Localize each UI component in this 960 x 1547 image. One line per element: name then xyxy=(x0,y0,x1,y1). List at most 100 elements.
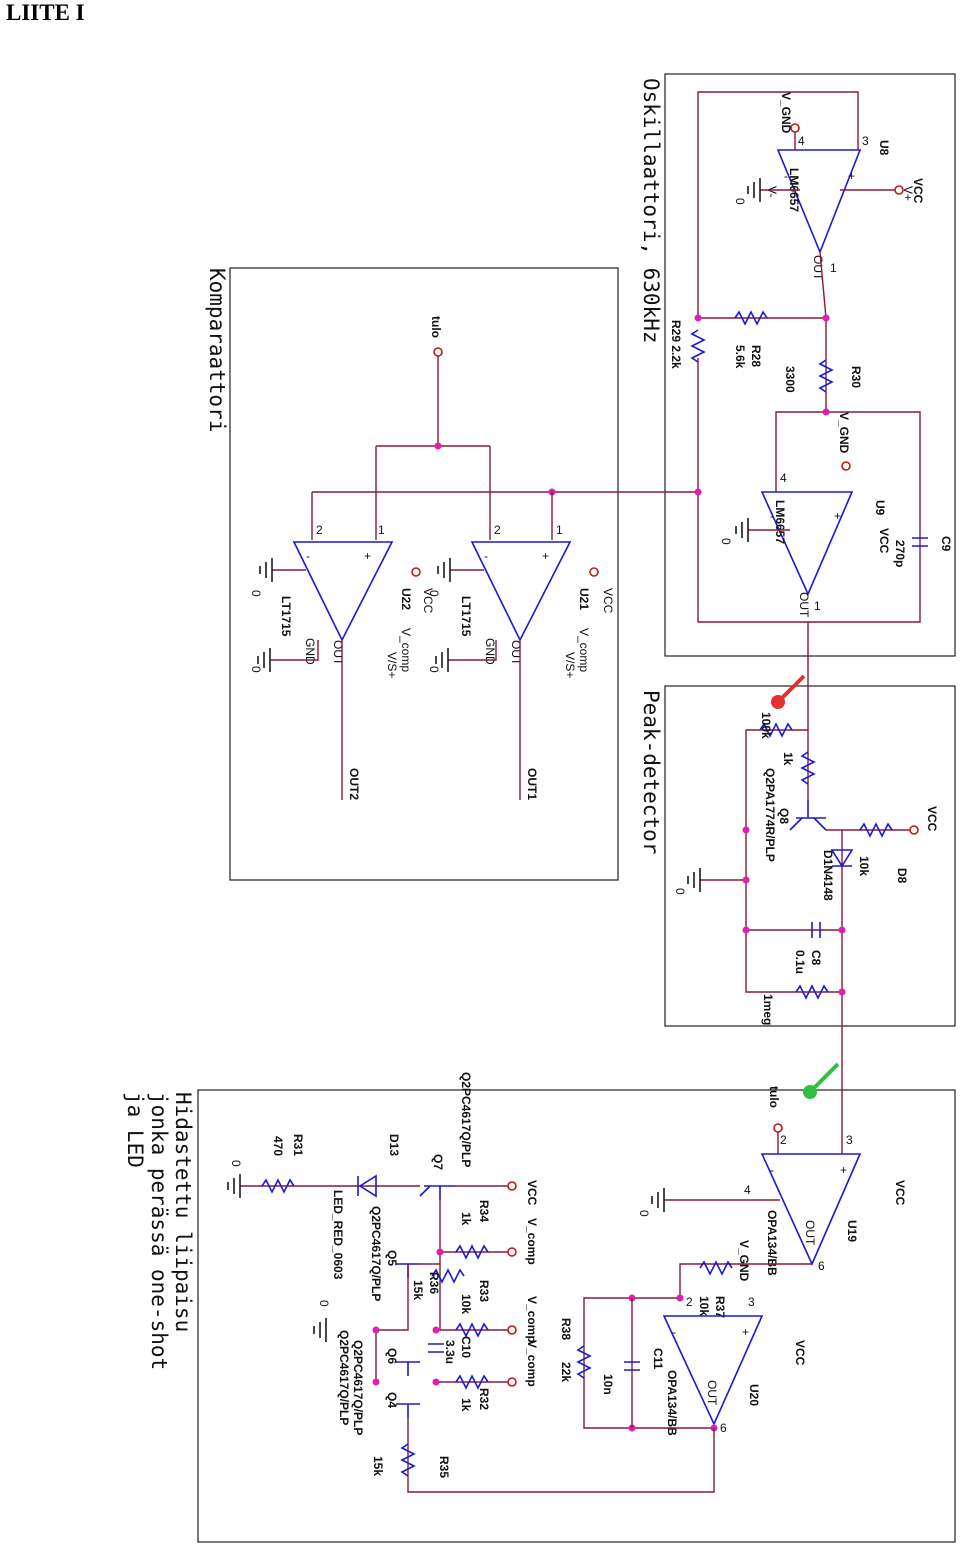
tulo-oneshot-pin[interactable] xyxy=(773,1123,783,1133)
u8-pin3: 3 xyxy=(862,134,869,148)
u21-plus: + xyxy=(542,549,549,563)
r36-ref: R36 xyxy=(427,1272,441,1294)
u8-vminus: V- xyxy=(765,186,779,197)
u20-out: OUT xyxy=(705,1380,719,1406)
u9-minus: - xyxy=(770,509,774,523)
d13-part: LED_RED_0603 xyxy=(331,1190,345,1280)
q5-wire xyxy=(375,1263,440,1382)
tulo-input-pin[interactable] xyxy=(433,347,443,357)
u21-gnd: GND xyxy=(483,638,497,665)
u19-inputs-wire xyxy=(777,1092,843,1154)
c8-value: 0.1u xyxy=(793,950,807,974)
r28-value: 5.6k xyxy=(733,345,747,369)
u20-minus: - xyxy=(672,1325,676,1339)
u21-comparator-symbol xyxy=(470,541,572,642)
u21-pin2: 2 xyxy=(494,523,501,537)
junction xyxy=(822,408,830,416)
u21-vminus-zero: 0 xyxy=(427,590,441,597)
r31-resistor xyxy=(261,1178,295,1194)
u22-ground-icon xyxy=(257,648,271,672)
q7-transistor xyxy=(419,1185,456,1200)
u22-pin2: 2 xyxy=(316,523,323,537)
u21-minus: - xyxy=(484,549,488,563)
u8-vcc-label: VCC xyxy=(911,178,925,204)
u22-plus: + xyxy=(364,549,371,563)
u9-model: LM6657 xyxy=(773,500,787,544)
u22-vcc-pin xyxy=(411,567,421,577)
u22-pin1: 1 xyxy=(378,523,385,537)
c9-value: 270p xyxy=(893,540,907,567)
c9-ref: C9 xyxy=(939,536,953,552)
u19-pin2: 2 xyxy=(780,1133,787,1147)
u8-ref: U8 xyxy=(877,140,891,156)
r31-ground-icon xyxy=(227,1174,241,1198)
r37-resistor xyxy=(699,1260,733,1276)
r1k-label: 1k xyxy=(781,752,795,766)
r100k-resistor xyxy=(759,722,793,738)
u8-vgnd-pin xyxy=(790,123,800,133)
d8-ref: D8 xyxy=(895,868,909,884)
u9-feedback-wire xyxy=(808,411,921,623)
oneshot-ground-zero: 0 xyxy=(317,1300,331,1307)
u20-opamp-symbol xyxy=(662,1315,764,1426)
u21-model: LT1715 xyxy=(459,596,473,637)
r29-resistor xyxy=(690,329,706,363)
c11-value: 10n xyxy=(601,1374,615,1395)
u19-plus: + xyxy=(840,1163,847,1177)
u9-vgnd-pin xyxy=(841,461,851,471)
r28-ref: R28 xyxy=(749,345,763,367)
u22-vs: V/S+ xyxy=(385,652,399,678)
u19-pin3: 3 xyxy=(846,1133,853,1147)
r1k-resistor xyxy=(800,751,816,785)
u8-feedback-wire xyxy=(697,91,859,318)
u19-ground-zero: 0 xyxy=(637,1210,651,1217)
oneshot-ground-icon xyxy=(313,1318,327,1342)
u9-vgnd-label: V_GND xyxy=(837,412,851,454)
u21-vs: V/S+ xyxy=(563,652,577,678)
oscillator-frame xyxy=(664,73,956,657)
r34-value: 1k xyxy=(459,1212,473,1226)
u21-pin1: 1 xyxy=(556,523,563,537)
c10-capacitor xyxy=(428,1343,444,1353)
oneshot-vcomp-pin-1 xyxy=(507,1247,517,1257)
u9-pin1: 1 xyxy=(814,599,821,613)
u8-ground-zero: 0 xyxy=(733,198,747,205)
junction xyxy=(838,988,846,996)
q5-ref: Q5 xyxy=(385,1250,399,1266)
u20-ref: U20 xyxy=(747,1384,761,1406)
peak-detector-frame xyxy=(664,685,956,1027)
u8-vcc-pin xyxy=(894,185,904,195)
r29-to-comparator-wire xyxy=(697,358,808,623)
oneshot-vcc-pin xyxy=(507,1181,517,1191)
r29-label: R29 2.2k xyxy=(669,320,683,369)
r10k-label: 10k xyxy=(857,856,871,876)
out1-label: OUT1 xyxy=(525,768,539,800)
r30-resistor xyxy=(818,359,834,393)
u9-plus: + xyxy=(834,509,841,523)
u8-vgnd-label: V_GND xyxy=(779,92,793,134)
u21-vcc-pin xyxy=(589,567,599,577)
junction xyxy=(838,926,846,934)
r100k-label: 100k xyxy=(759,712,773,739)
red-probe-icon[interactable] xyxy=(771,674,806,709)
r35-ref: R35 xyxy=(437,1456,451,1478)
u20-feedback-wire xyxy=(583,1297,714,1429)
oneshot-vcomp-label-2: V_comp xyxy=(525,1296,539,1343)
c8-capacitor xyxy=(811,922,821,938)
green-probe-icon[interactable] xyxy=(803,1062,840,1099)
u20-pin6: 6 xyxy=(720,1421,727,1435)
q6-part: Q2PC4617Q/PLP xyxy=(351,1340,365,1435)
u21-vcomp: V_comp xyxy=(577,628,591,672)
u8-opamp-symbol xyxy=(776,149,862,255)
u21-out: OUT xyxy=(509,640,523,666)
peak-ground-icon xyxy=(687,868,701,892)
u19-model: OPA134/BB xyxy=(765,1210,779,1276)
u22-ground-zero: 0 xyxy=(249,666,263,673)
u21-gnd-wire xyxy=(448,640,497,661)
junction xyxy=(432,1378,440,1386)
oneshot-vcomp-pin-3 xyxy=(507,1377,517,1387)
junction xyxy=(432,1326,440,1334)
comparator-frame xyxy=(229,267,619,881)
r30-value: 3300 xyxy=(783,366,797,393)
